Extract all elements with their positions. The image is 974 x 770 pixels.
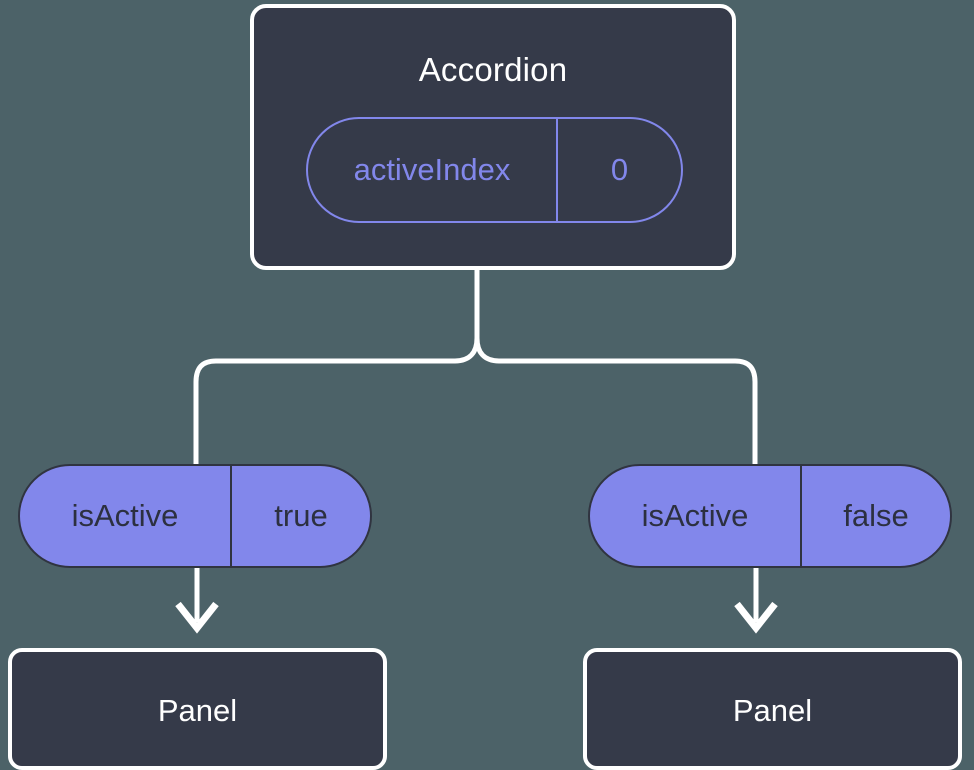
prop-pill-isactive-true-value: true xyxy=(274,498,328,533)
arrow-head-right xyxy=(734,601,778,634)
prop-pill-isactive-true-key: isActive xyxy=(20,466,232,566)
arrow-head-left xyxy=(175,601,219,634)
state-pill-activeindex-value: 0 xyxy=(610,152,629,187)
prop-pill-isactive-false-value: false xyxy=(843,498,909,533)
prop-pill-isactive-false-key: isActive xyxy=(590,466,802,566)
state-pill-activeindex-key: activeIndex xyxy=(308,119,558,221)
connector-fork-left xyxy=(193,337,480,464)
node-panel-right[interactable]: Panel xyxy=(583,648,962,770)
node-accordion[interactable]: Accordion xyxy=(250,4,736,270)
node-panel-left-title: Panel xyxy=(157,693,238,728)
prop-pill-isactive-true[interactable]: isActive true xyxy=(18,464,372,568)
node-accordion-title: Accordion xyxy=(418,51,568,88)
prop-pill-isactive-false[interactable]: isActive false xyxy=(588,464,952,568)
connector-fork-right xyxy=(474,337,758,464)
node-panel-right-title: Panel xyxy=(732,693,813,728)
state-pill-activeindex[interactable]: activeIndex 0 xyxy=(306,117,683,223)
node-panel-left[interactable]: Panel xyxy=(8,648,387,770)
